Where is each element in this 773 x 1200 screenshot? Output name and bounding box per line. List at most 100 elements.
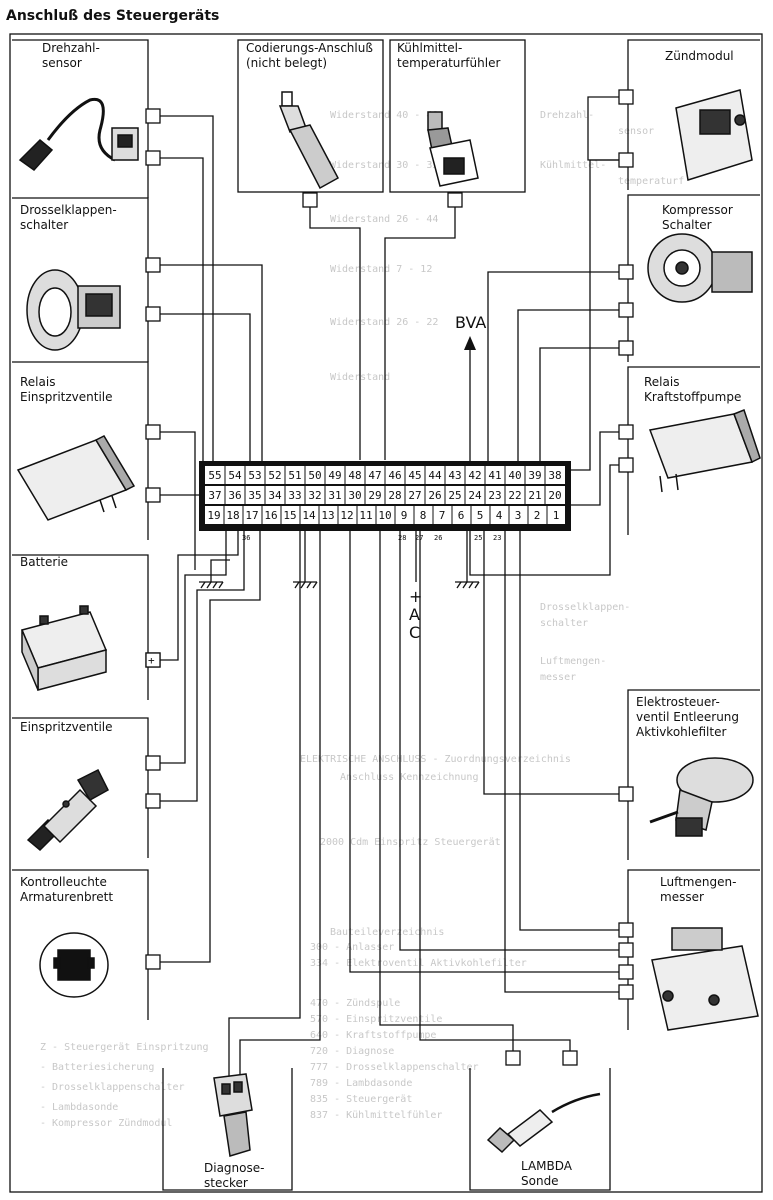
pin-tag: 26 [434, 534, 442, 542]
svg-text:789 - Lambdasonde: 789 - Lambdasonde [310, 1078, 412, 1089]
warning-lamp-icon [39, 932, 109, 998]
compressor-switch-icon [647, 233, 753, 303]
pin: 27 [408, 489, 421, 502]
svg-text:777 - Drosselklappenschalter: 777 - Drosselklappenschalter [310, 1062, 479, 1073]
svg-text:schalter: schalter [540, 618, 588, 629]
svg-text:Z - Steuergerät Einspritzung: Z - Steuergerät Einspritzung [40, 1042, 209, 1053]
svg-text:temperaturf: temperaturf [618, 176, 684, 187]
drossel-label-1: Drosselklappen- [20, 203, 117, 217]
svg-text:ELEKTRISCHE ANSCHLUSS - Zuordn: ELEKTRISCHE ANSCHLUSS - Zuordnungsverzei… [300, 754, 571, 765]
throttle-switch-icon [26, 269, 121, 351]
codierung-label-1: Codierungs-Anschluß [246, 41, 373, 55]
connector-row-mid: 37 36 35 34 33 32 31 30 29 28 27 26 25 2… [208, 489, 561, 502]
kuehlmittel-label-1: Kühlmittel- [397, 41, 462, 55]
pin: 49 [328, 469, 341, 482]
pin: 36 [228, 489, 241, 502]
kompressor-label-1: Kompressor [662, 203, 733, 217]
svg-text:300 - Anlasser: 300 - Anlasser [310, 942, 394, 953]
relais-kraftstoff-label-2: Kraftstoffpumpe [644, 390, 741, 404]
speed-sensor-icon [18, 97, 139, 171]
pin: 35 [248, 489, 261, 502]
svg-text:2000 Cdm Einspritz Steuergerät: 2000 Cdm Einspritz Steuergerät [320, 837, 501, 848]
pin: 26 [428, 489, 441, 502]
connector-row-bot: 19 18 17 16 15 14 13 12 11 10 9 8 7 6 5 … [207, 509, 559, 522]
svg-text:837 - Kühlmittelfühler: 837 - Kühlmittelfühler [310, 1110, 442, 1121]
lambda-label-1: LAMBDA [521, 1159, 573, 1173]
elektroventil-label-3: Aktivkohlefilter [636, 725, 726, 739]
ignition-module-icon [675, 89, 753, 181]
batterie-label: Batterie [20, 555, 68, 569]
zuendmodul-label: Zündmodul [665, 49, 734, 63]
lambda-label-2: Sonde [521, 1174, 559, 1188]
bva-label: BVA [455, 313, 486, 332]
kontrollleuchte-label-2: Armaturenbrett [20, 890, 113, 904]
pin: 44 [428, 469, 442, 482]
air-flow-meter-icon [651, 927, 759, 1031]
battery-plus-label: + [148, 654, 155, 667]
pin: 38 [548, 469, 561, 482]
pin: 48 [348, 469, 361, 482]
pin: 18 [226, 509, 239, 522]
pin: 46 [388, 469, 401, 482]
pin: 2 [534, 509, 541, 522]
svg-text:720 - Diagnose: 720 - Diagnose [310, 1046, 394, 1057]
plus-label: + [409, 587, 422, 606]
pin: 45 [408, 469, 421, 482]
pin: 1 [553, 509, 560, 522]
kompressor-label-2: Schalter [662, 218, 712, 232]
outer-frame [9, 33, 763, 1193]
pin: 21 [528, 489, 541, 502]
fuel-pump-relay-icon [648, 409, 761, 493]
drehzahl-label-2: sensor [42, 56, 82, 70]
pin: 34 [268, 489, 282, 502]
purge-valve-icon [649, 757, 754, 837]
pin: 33 [288, 489, 301, 502]
svg-text:Anschluss Kennzeichnung: Anschluss Kennzeichnung [340, 772, 478, 783]
pin: 5 [477, 509, 484, 522]
coding-connector-icon [278, 91, 340, 190]
svg-text:Widerstand 40 - 48: Widerstand 40 - 48 [330, 110, 438, 121]
lambda-sensor-icon [486, 1092, 601, 1154]
svg-text:Drehzahl-: Drehzahl- [540, 110, 594, 121]
c-label: C [409, 623, 420, 642]
pin: 16 [264, 509, 277, 522]
pin: 6 [458, 509, 465, 522]
pin: 22 [508, 489, 521, 502]
diagnose-label-2: stecker [204, 1176, 248, 1190]
relais-einspritz-label-2: Einspritzventile [20, 390, 113, 404]
pin: 24 [468, 489, 482, 502]
relais-einspritz-label-1: Relais [20, 375, 55, 389]
pin: 14 [302, 509, 316, 522]
pin: 23 [488, 489, 501, 502]
elektroventil-label-1: Elektrosteuer- [636, 695, 720, 709]
pin: 13 [321, 509, 334, 522]
kontrollleuchte-label-1: Kontrolleuchte [20, 875, 107, 889]
pin: 41 [488, 469, 501, 482]
svg-text:- Batteriesicherung: - Batteriesicherung [40, 1062, 154, 1073]
svg-text:Widerstand 7 - 12: Widerstand 7 - 12 [330, 264, 432, 275]
svg-text:Widerstand 30 - 33: Widerstand 30 - 33 [330, 160, 438, 171]
pin: 12 [340, 509, 353, 522]
connector-pin-grid [223, 466, 548, 524]
pin: 30 [348, 489, 361, 502]
pin: 32 [308, 489, 321, 502]
svg-text:Drosselklappen-: Drosselklappen- [540, 602, 630, 613]
pin: 20 [548, 489, 561, 502]
elektroventil-label-2: ventil Entleerung [636, 710, 739, 724]
pin: 55 [208, 469, 221, 482]
pin: 52 [268, 469, 281, 482]
pin: 11 [359, 509, 372, 522]
pin: 7 [439, 509, 446, 522]
pin: 17 [245, 509, 258, 522]
svg-text:640 - Kraftstoffpumpe: 640 - Kraftstoffpumpe [310, 1030, 436, 1041]
svg-text:messer: messer [540, 672, 576, 683]
pin: 53 [248, 469, 261, 482]
svg-text:Luftmengen-: Luftmengen- [540, 656, 606, 667]
ground-symbol-icon [199, 581, 224, 589]
pin: 9 [401, 509, 408, 522]
svg-text:Widerstand 26 - 22: Widerstand 26 - 22 [330, 317, 438, 328]
pin-tag: 27 [415, 534, 423, 542]
pin-tag: 23 [493, 534, 501, 542]
pin: 15 [283, 509, 296, 522]
